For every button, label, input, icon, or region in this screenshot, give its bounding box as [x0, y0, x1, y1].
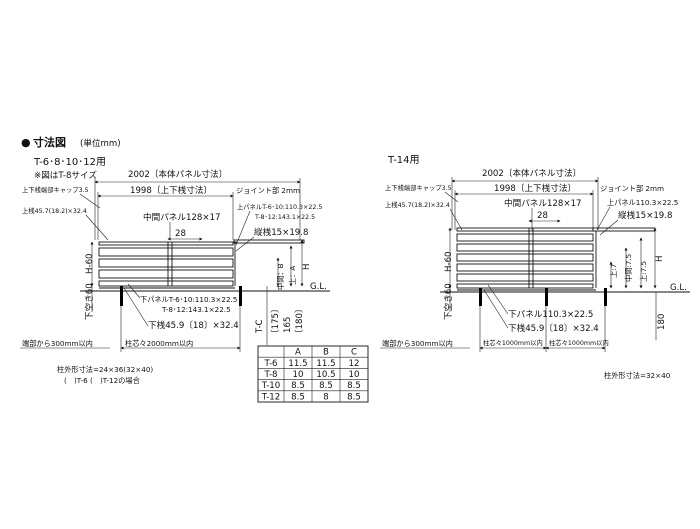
spec-table-cell: 11.5: [316, 359, 335, 369]
right-vertical-rail-label: 縦桟15×19.8: [618, 209, 672, 221]
right-panel-dimension: 2002〔本体パネル寸法〕: [482, 167, 581, 179]
right-joint-label: ジョイント部 2mm: [600, 184, 664, 193]
right-pitch-label-2: 柱芯々1000mm以内: [549, 338, 609, 347]
right-clearance-label: 下空き60: [442, 283, 454, 320]
left-clearance-label: 下空き60: [83, 283, 95, 320]
right-top-rail-label: 上桟45.7(18.2)×32.4: [385, 200, 450, 209]
left-b-label: 中間：B: [276, 263, 285, 290]
left-post-size-note: ( )T-6 ( )T-12の場合: [64, 376, 140, 385]
right-rail-dimension: 1998〔上下桟寸法〕: [494, 182, 576, 194]
left-gl-label: G.L.: [310, 282, 327, 292]
left-lower-panel-label-2: T-8･12:143.1×22.5: [161, 305, 231, 314]
left-mid-panel-label: 中間パネル128×17: [143, 211, 221, 223]
spec-table-cell: 8.5: [291, 381, 305, 391]
spec-table-cell: T-12: [261, 392, 281, 402]
left-end-distance-label: 端部から300mm以内: [22, 339, 93, 348]
spec-table-cell: 8: [323, 392, 328, 402]
right-top75-label: 上:7.5: [639, 261, 648, 282]
spec-table-header: C: [351, 348, 357, 358]
left-top-rail-label: 上桟45.7(18.2)×32.4: [22, 206, 87, 215]
left-tc-label: T-C: [255, 319, 265, 334]
right-model-label: T-14用: [387, 155, 420, 166]
left-upper-panel-label-2: T-8･12:143.1×22.5: [254, 214, 315, 221]
header-unit: (単位mm): [80, 137, 121, 149]
right-post: [604, 288, 607, 306]
right-mid75-label: 中間:7.5: [624, 254, 633, 282]
left-dim-175: 〔175〕: [270, 304, 281, 338]
right-post: [479, 288, 482, 306]
header-bullet: ●: [21, 136, 31, 149]
left-h60-label: H-60: [85, 254, 95, 275]
spec-table-header: B: [323, 348, 329, 358]
right-post-size-label: 柱外形寸法=32×40: [604, 371, 671, 380]
left-post: [239, 286, 242, 306]
right-gl-label: G.L.: [670, 283, 687, 293]
left-model-label: T-6･8･10･12用: [33, 157, 106, 168]
left-rail-dimension: 1998〔上下桟寸法〕: [130, 184, 212, 196]
spec-table-cell: 8.5: [291, 392, 305, 402]
left-h-label: H: [302, 264, 312, 270]
left-cap-label: 上下桟端部キャップ3.5: [22, 185, 89, 194]
spec-table-cell: 10: [349, 370, 360, 380]
spec-table-cell: 10: [293, 370, 304, 380]
left-upper-panel-label-1: 上パネルT-6･10:110.3×22.5: [237, 202, 322, 211]
right-upper-panel-label: 上パネル110.3×22.5: [607, 198, 678, 207]
spec-table-cell: 8.5: [347, 392, 361, 402]
left-a-label: 上：A: [288, 266, 297, 285]
right-mid-panel-label: 中間パネル128×17: [504, 197, 582, 209]
right-pitch-28: 28: [537, 211, 548, 221]
right-cap-label: 上下桟端部キャップ3.5: [385, 183, 452, 192]
spec-table-header: A: [295, 348, 301, 358]
right-bottom-rail-label: 下桟45.9〔18〕×32.4: [508, 322, 599, 334]
spec-table-cell: 8.5: [347, 381, 361, 391]
spec-table-cell: T-6: [263, 359, 277, 369]
right-lower-panel-label: 下パネル110.3×22.5: [508, 309, 593, 320]
right-dim-180: 180: [657, 314, 667, 330]
right-t7-label: 上:7: [609, 264, 618, 278]
left-post: [120, 286, 123, 306]
left-figure-note: ※図はT-8サイズ: [34, 169, 97, 181]
left-vertical-rail-label: 縦桟15×19.8: [254, 226, 308, 238]
header-title: 寸法図: [33, 135, 66, 149]
left-lower-panel-label-1: 下パネルT-6･10:110.3×22.5: [140, 295, 237, 304]
spec-table-cell: T-8: [263, 370, 277, 380]
spec-table-cell: 10.5: [316, 370, 335, 380]
left-dim-165: 165: [283, 317, 293, 333]
left-dim-180: 〔180〕: [294, 304, 305, 338]
right-h-label: H: [655, 256, 665, 262]
spec-table-cell: 11.5: [288, 359, 307, 369]
left-post-size-label: 柱外形寸法=24×36(32×40): [57, 365, 153, 374]
left-post-pitch-label: 柱芯々2000mm以内: [125, 339, 193, 348]
right-pitch-label-1: 柱芯々1000mm以内: [483, 338, 543, 347]
right-end-distance-label: 端部から300mm以内: [382, 339, 453, 348]
spec-table-cell: 8.5: [319, 381, 333, 391]
left-pitch-28: 28: [175, 229, 186, 239]
left-joint-label: ジョイント部 2mm: [236, 186, 300, 195]
spec-table-cell: T-10: [261, 381, 281, 391]
left-panel-dimension: 2002〔本体パネル寸法〕: [128, 168, 227, 180]
right-h60-label: H-60: [444, 252, 454, 273]
right-post: [545, 288, 548, 306]
spec-table-cell: 12: [349, 359, 360, 369]
left-bottom-rail-label: 下桟45.9〔18〕×32.4: [148, 319, 239, 331]
